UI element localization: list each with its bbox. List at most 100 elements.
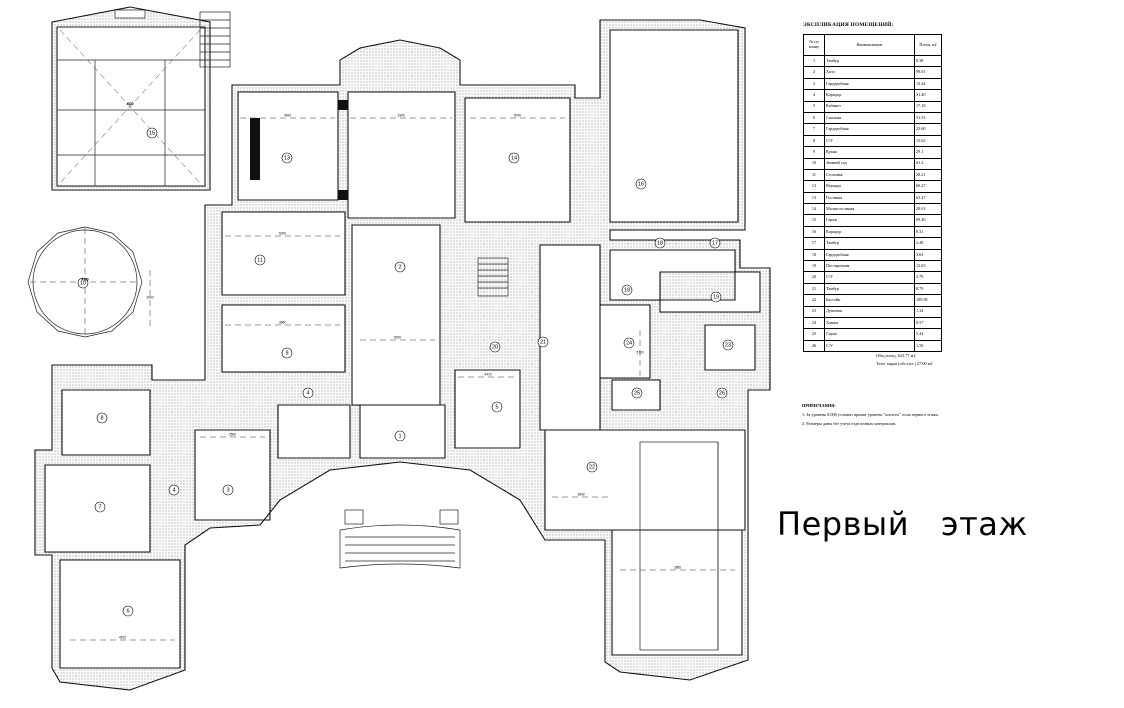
cell-area: 3.63: [914, 248, 942, 262]
cell-area: 60.27: [914, 180, 942, 193]
note-item: 1. За уровень 0.000 условно принят урове…: [802, 412, 939, 417]
cell-number: 26: [803, 339, 825, 353]
svg-text:26: 26: [719, 390, 725, 396]
area-totals: Общ.площ. 623,77 м2 Техн. марш (обсл.пл.…: [876, 352, 933, 368]
dimension-label: 4920: [126, 102, 133, 106]
cell-area: 63.47: [914, 191, 942, 205]
cell-number: 15: [803, 214, 825, 227]
cell-name: Зимний сад: [824, 157, 915, 170]
svg-text:7: 7: [98, 504, 101, 510]
cell-name: Гардеробная: [824, 77, 915, 91]
cell-number: 3: [803, 77, 825, 91]
dimension-label: 4510: [119, 636, 126, 640]
header-name: Наименование: [824, 34, 915, 56]
notes-block: ПРИМЕЧАНИЯ: 1. За уровень 0.000 условно …: [802, 401, 939, 428]
cell-name: Гостиная: [824, 191, 915, 205]
technical-area: Техн. марш (обсл.пл.) 27,00 м2: [876, 361, 933, 366]
cell-number: 6: [803, 111, 825, 125]
cell-name: Тамбур: [824, 54, 915, 68]
dimension-label: 4920: [284, 114, 291, 118]
cell-area: 69.40: [914, 214, 942, 227]
cell-number: 17: [803, 237, 825, 250]
svg-text:9: 9: [285, 350, 288, 356]
cell-number: 12: [803, 180, 825, 193]
svg-text:25: 25: [634, 390, 640, 396]
room-marker: 15: [146, 127, 158, 139]
svg-text:8: 8: [100, 415, 103, 421]
cell-area: 8.31: [914, 225, 942, 239]
cell-area: 12.63: [914, 260, 942, 273]
floor-plan-drawing: 1 2 3 4 4 5 6 7 8 9 10 11 13 14 15 16 17…: [27, 6, 771, 691]
cell-area: 13.44: [914, 77, 942, 91]
cell-number: 1: [803, 54, 825, 68]
cell-number: 7: [803, 123, 825, 136]
svg-text:14: 14: [511, 155, 517, 161]
cell-name: Спальня: [824, 111, 915, 125]
cell-name: Малая гостиная: [824, 203, 915, 216]
cell-number: 18: [803, 248, 825, 262]
room-marker: 8: [96, 412, 108, 424]
cell-area: 3.79: [914, 271, 942, 284]
dimension-label: 6700: [514, 114, 521, 118]
cell-number: 11: [803, 168, 825, 182]
svg-text:23: 23: [725, 342, 731, 348]
svg-text:10: 10: [80, 280, 86, 286]
cell-name: Гардеробная: [824, 248, 915, 262]
svg-text:3: 3: [226, 487, 229, 493]
cell-name: Тамбур: [824, 282, 915, 296]
dimension-label: 3500: [229, 433, 236, 437]
svg-text:2: 2: [398, 264, 401, 270]
cell-name: Душевая: [824, 305, 915, 319]
main-house-walls: [34, 19, 771, 691]
room-marker: 21: [537, 336, 549, 348]
room-marker: 5: [491, 401, 503, 413]
floor-title: Первый этаж: [777, 505, 1028, 543]
cell-name: С/У: [824, 134, 915, 148]
svg-text:1: 1: [398, 433, 401, 439]
cell-number: 21: [803, 282, 825, 296]
cell-area: 8.57: [914, 316, 942, 330]
dimension-label: 4920: [81, 278, 88, 282]
dimension-label: 3640: [577, 493, 584, 497]
room-marker: 4: [302, 387, 314, 399]
cell-area: 8.79: [914, 282, 942, 296]
room-marker: 16: [635, 178, 647, 190]
cell-name: Веранда: [824, 180, 915, 193]
header-number: № по плану: [803, 34, 825, 56]
room-marker: 25: [631, 387, 643, 399]
cell-number: 2: [803, 66, 825, 79]
cell-area: 31.53: [914, 111, 942, 125]
cell-area: 28.01: [914, 203, 942, 216]
cell-number: 8: [803, 134, 825, 148]
dimension-label: 5700: [636, 351, 643, 355]
cell-name: Холл: [824, 66, 915, 79]
dimension-label: 2000: [146, 296, 153, 300]
cell-number: 20: [803, 271, 825, 284]
cell-number: 13: [803, 191, 825, 205]
svg-text:13: 13: [284, 155, 290, 161]
cell-area: 8.38: [914, 54, 942, 68]
svg-text:17: 17: [712, 240, 718, 246]
cell-area: 17.18: [914, 100, 942, 113]
svg-text:21: 21: [540, 339, 546, 345]
room-marker: 26: [716, 387, 728, 399]
cell-name: Коридор: [824, 89, 915, 102]
room-numbers: 1 2 3 4 4 5 6 7 8 9 10 11 13 14 15 16 17…: [77, 127, 734, 617]
svg-text:5: 5: [495, 404, 498, 410]
cell-number: 14: [803, 203, 825, 216]
